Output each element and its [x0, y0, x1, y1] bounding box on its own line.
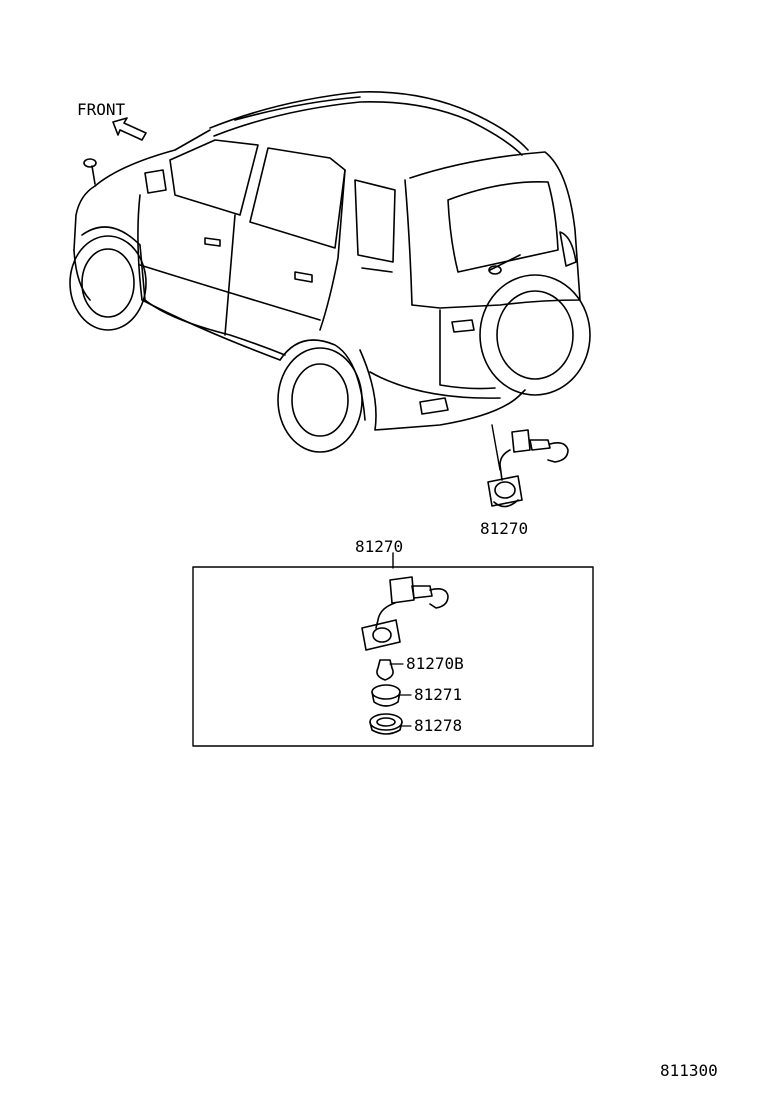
box-part-number: 81270	[355, 537, 404, 556]
socket-drawing	[371, 684, 412, 707]
bulb-part-number: 81270B	[406, 654, 464, 673]
license-lamp-assembly-callout	[487, 429, 569, 508]
gasket-drawing	[369, 713, 412, 735]
diagram-number: 811300	[660, 1061, 718, 1080]
exploded-view-box	[192, 566, 594, 747]
bulb-drawing	[376, 659, 404, 681]
front-arrow-icon	[112, 117, 147, 141]
callout-part-number: 81270	[480, 519, 529, 538]
front-label: FRONT	[77, 100, 126, 119]
socket-part-number: 81271	[414, 685, 463, 704]
lamp-assembly-drawing	[361, 576, 449, 651]
gasket-part-number: 81278	[414, 716, 463, 735]
leader-line-bumper	[491, 424, 501, 471]
vehicle-illustration	[69, 91, 591, 453]
